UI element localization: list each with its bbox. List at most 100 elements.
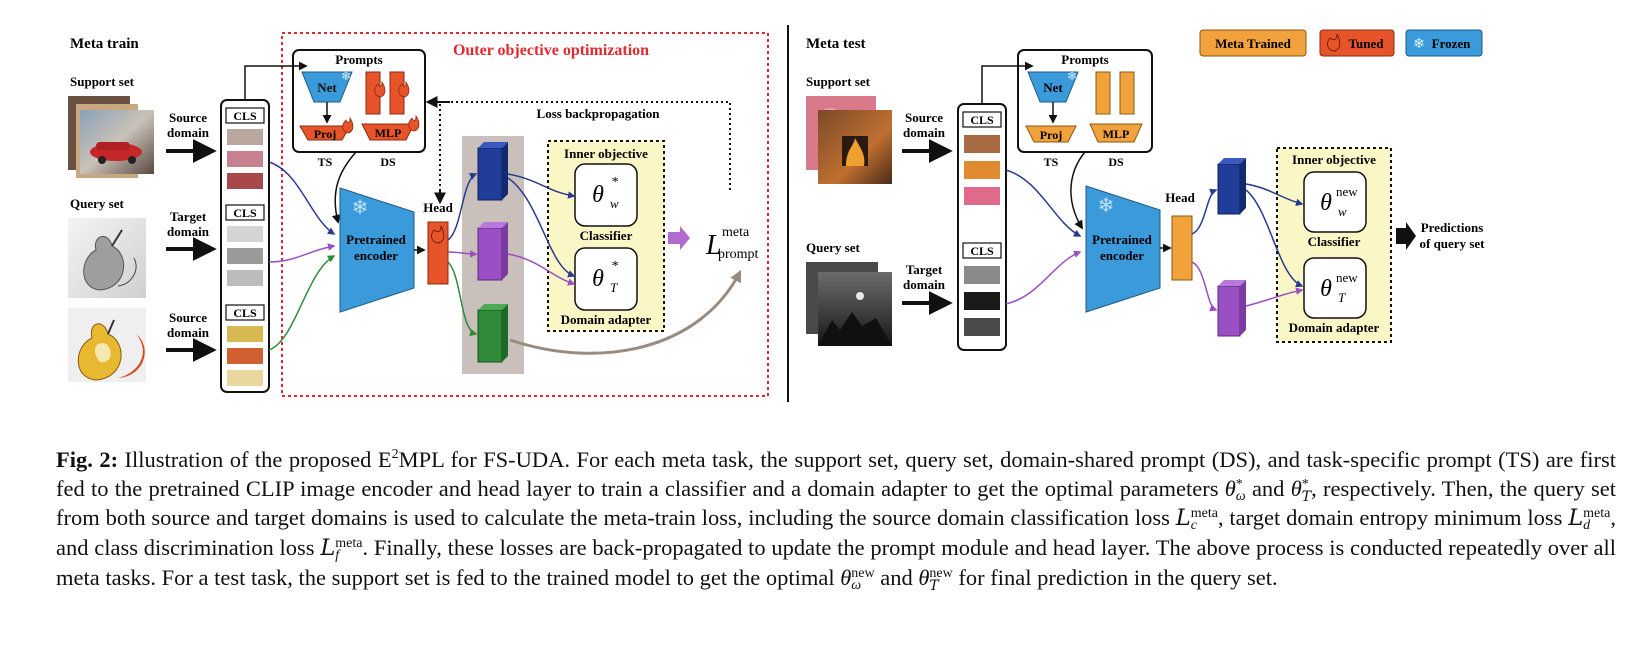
frozen-icon: ❄	[352, 197, 369, 219]
patch-token	[227, 326, 263, 342]
legend-meta-trained: Meta Trained	[1199, 29, 1307, 57]
test-ts-label: TS	[1044, 155, 1059, 169]
svg-text:T: T	[610, 280, 618, 295]
loss-backprop-label: Loss backpropagation	[537, 106, 661, 121]
theta-t-star-math: θ*T	[1290, 476, 1312, 505]
frozen-icon: ❄	[341, 69, 351, 83]
ds-label: DS	[380, 155, 396, 169]
svg-text:*: *	[611, 259, 618, 274]
legend-frozen: ❄ Frozen	[1405, 29, 1483, 57]
test-inner-objective-label: Inner objective	[1292, 152, 1376, 167]
svg-text:w: w	[1338, 204, 1347, 219]
svg-text:Meta Trained: Meta Trained	[1215, 36, 1291, 51]
test-ds-label: DS	[1108, 155, 1124, 169]
support-set-label: Support set	[70, 74, 135, 89]
head-layer	[427, 221, 449, 285]
test-net-block: Net ❄	[1027, 69, 1079, 103]
predictions-arrow	[1396, 222, 1416, 250]
patch-token	[227, 151, 263, 167]
flow-support-to-encoder	[268, 161, 336, 235]
patch-token	[964, 135, 1000, 153]
ts-label: TS	[318, 155, 333, 169]
svg-text:MLP: MLP	[1103, 127, 1130, 141]
svg-text:Tuned: Tuned	[1349, 36, 1385, 51]
svg-text:Net: Net	[1043, 80, 1063, 95]
tuned-icon	[1327, 33, 1341, 52]
test-query-images	[806, 262, 892, 346]
theta-w-star: θ	[592, 182, 604, 208]
prompt-to-token-line	[244, 65, 300, 100]
meta-prompt-loss: L meta prompt	[705, 225, 759, 262]
outer-objective-label: Outer objective optimization	[453, 42, 649, 59]
meta-test-title: Meta test	[806, 36, 866, 52]
theta-w-new: θ	[1320, 190, 1332, 216]
query-set-label: Query set	[70, 196, 124, 211]
feature-cube-purple	[477, 222, 508, 281]
figure-caption: Fig. 2: Illustration of the proposed E2M…	[56, 447, 1616, 594]
patch-token	[227, 348, 263, 364]
test-classifier-label: Classifier	[1308, 234, 1361, 249]
svg-text:CLS: CLS	[970, 244, 994, 258]
patch-token	[227, 173, 263, 189]
patch-token	[964, 292, 1000, 310]
classifier-box	[574, 163, 638, 227]
test-token-cls-1: CLS	[962, 111, 1002, 128]
tuned-icon	[431, 225, 445, 244]
test-proj-block: Proj	[1025, 125, 1077, 143]
feature-cube-green	[477, 304, 508, 363]
svg-text:CLS: CLS	[233, 109, 257, 123]
svg-text:Frozen: Frozen	[1432, 36, 1472, 51]
meta-test-panel: Meta test Meta Trained Tuned ❄ Frozen Su…	[806, 29, 1485, 351]
patch-token	[964, 266, 1000, 284]
green-to-loss-arrow	[509, 269, 742, 355]
svg-text:Proj: Proj	[314, 127, 336, 141]
proj-block: Proj	[299, 116, 354, 141]
theta-omega-star: θ*ω	[1224, 476, 1246, 504]
test-query-set-label: Query set	[806, 240, 860, 255]
support-set-images	[68, 96, 154, 178]
query-source-image	[68, 308, 146, 382]
svg-text:CLS: CLS	[970, 113, 994, 127]
test-domain-adapter-box	[1303, 257, 1367, 319]
test-support-images	[806, 96, 892, 184]
figure-label: Fig. 2:	[56, 447, 119, 472]
theta-t-star: θ	[592, 266, 604, 292]
token-cls-1: CLS	[225, 107, 265, 124]
svg-text:meta: meta	[722, 225, 750, 240]
svg-text:Proj: Proj	[1040, 128, 1062, 142]
test-token-cls-2: CLS	[962, 242, 1002, 259]
flow-prompts-to-encoder	[331, 151, 357, 224]
classifier-label: Classifier	[580, 228, 633, 243]
frozen-icon: ❄	[1098, 195, 1115, 217]
domain-adapter-label: Domain adapter	[561, 312, 652, 327]
patch-token	[227, 248, 263, 264]
patch-token	[227, 370, 263, 386]
test-domain-adapter-label: Domain adapter	[1289, 320, 1380, 335]
net-block: Net ❄	[301, 69, 353, 103]
to-loss-arrow	[668, 226, 690, 250]
patch-token	[227, 129, 263, 145]
test-classifier-box	[1303, 171, 1367, 233]
tuned-icon	[398, 80, 410, 98]
loss-backprop-line	[439, 101, 731, 200]
test-ds-blocks: MLP	[1089, 71, 1143, 143]
tuned-icon	[374, 80, 386, 98]
patch-token	[227, 270, 263, 286]
tuned-icon	[408, 114, 420, 132]
flow-target-to-encoder	[268, 243, 336, 263]
legend-tuned: Tuned	[1319, 29, 1395, 57]
domain-adapter-box	[574, 247, 638, 311]
test-head-layer	[1171, 215, 1193, 281]
patch-token	[964, 187, 1000, 205]
